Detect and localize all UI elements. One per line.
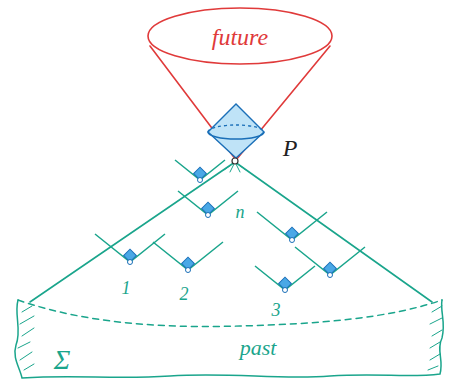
past-cone-edge	[30, 162, 235, 302]
observers	[95, 160, 365, 293]
surface-label: Σ	[54, 346, 71, 374]
cone-rim-front	[208, 132, 264, 139]
observer-worldpoint	[178, 191, 238, 218]
sigma-outline	[15, 300, 444, 378]
sigma-surface	[15, 300, 444, 378]
observer-point	[198, 178, 203, 183]
callout-number: 1	[122, 279, 131, 297]
observer-light-cone	[257, 212, 327, 240]
observer-worldpoint	[153, 242, 223, 273]
sigma-hatching	[18, 306, 442, 370]
observer-point	[186, 268, 191, 273]
callout-number: n	[236, 203, 245, 221]
observer-light-cone	[295, 247, 365, 275]
observer-point	[128, 260, 133, 265]
event-point	[232, 158, 238, 164]
region-label: past	[240, 337, 277, 359]
region-label: future	[212, 25, 268, 49]
callout-number: 3	[272, 301, 281, 319]
observer-worldpoint	[255, 266, 315, 293]
callout-number: 2	[180, 285, 189, 303]
past-cone	[30, 162, 432, 302]
observer-light-cone	[178, 191, 238, 215]
observer-light-cone	[153, 242, 223, 270]
observer-point	[206, 213, 211, 218]
observer-point	[290, 238, 295, 243]
future-cone	[148, 8, 332, 160]
observer-point	[283, 288, 288, 293]
past-cone-edge	[235, 162, 432, 302]
observer-worldpoint	[175, 160, 225, 183]
observer-double-cone	[208, 104, 264, 164]
future-cone-rim	[148, 8, 332, 64]
observer-cone	[208, 104, 264, 158]
observer-light-cone	[95, 234, 165, 262]
observer-point	[328, 273, 333, 278]
observer-worldpoint	[95, 234, 165, 265]
cone-rim-back	[208, 125, 264, 132]
point-label: P	[283, 136, 298, 160]
sigma-front-edge	[18, 300, 442, 327]
observer-worldpoint	[257, 212, 327, 243]
observer-light-cone	[255, 266, 315, 290]
